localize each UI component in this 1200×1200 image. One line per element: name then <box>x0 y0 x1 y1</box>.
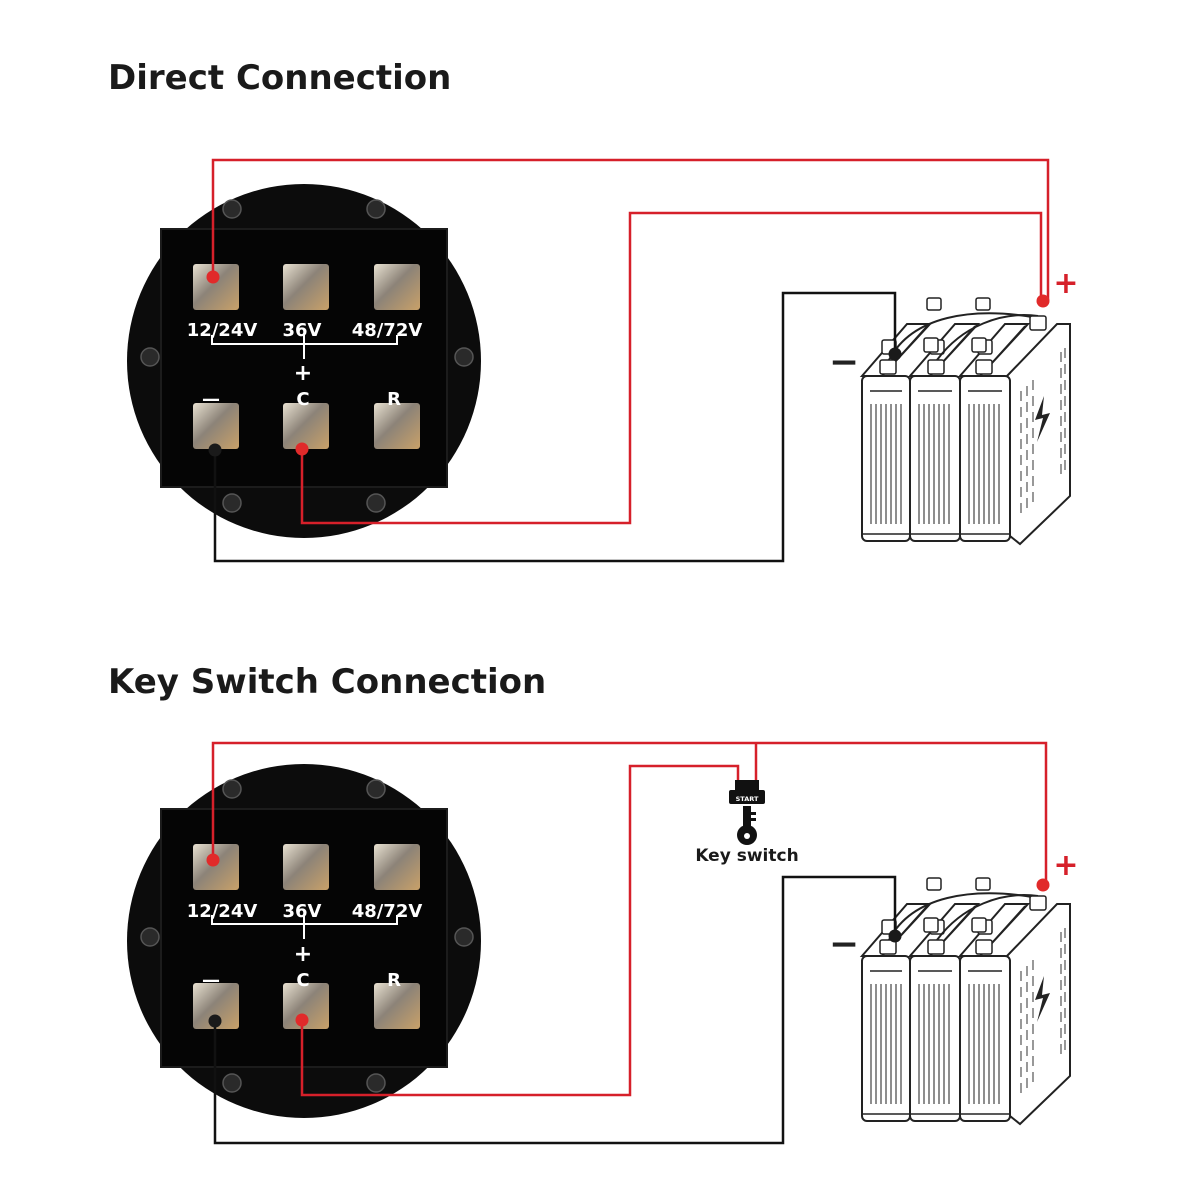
terminal-label-r: R <box>387 389 401 410</box>
battery-negative-dot <box>888 929 902 943</box>
terminal-label-r: R <box>387 970 401 991</box>
terminal-label-48-72v: 48/72V <box>352 901 423 922</box>
wire-negative <box>213 291 897 563</box>
wire-positive-to-c <box>300 211 1043 525</box>
wire-positive-to-12-24v <box>211 158 1050 301</box>
terminal-label-c: C <box>296 389 309 410</box>
wire-c-to-key-switch <box>300 764 740 1097</box>
battery-negative-dot <box>888 347 902 361</box>
terminal-label-12-24v: 12/24V <box>187 320 258 341</box>
wire-negative <box>213 875 897 1145</box>
key-switch-icon: START <box>729 780 765 845</box>
dot-c <box>295 442 309 456</box>
key-switch-connection-diagram: 12/24V 36V 48/72V + — C R START Key swit… <box>126 741 1079 1145</box>
battery-negative-sign: − <box>829 342 859 383</box>
terminal-label-c: C <box>296 970 309 991</box>
terminal-label-negative: — <box>202 389 220 410</box>
terminal-label-negative: — <box>202 970 220 991</box>
dot-12-24v <box>206 270 220 284</box>
dot-c <box>295 1013 309 1027</box>
common-plus-label: + <box>294 361 312 386</box>
terminal-label-36v: 36V <box>283 901 322 922</box>
battery-positive-sign: + <box>1053 266 1078 301</box>
wire-positive-to-12-24v <box>211 741 1048 885</box>
dot-negative <box>208 443 222 457</box>
common-plus-label: + <box>294 942 312 967</box>
meter-back-key-switch <box>126 763 482 1119</box>
direct-connection-diagram: 12/24V 36V 48/72V + — C R + − <box>126 158 1079 563</box>
terminal-label-48-72v: 48/72V <box>352 320 423 341</box>
battery-pack-key-switch <box>861 877 1071 1125</box>
key-switch-connection-title: Key Switch Connection <box>108 662 547 702</box>
direct-connection-title: Direct Connection <box>108 58 452 98</box>
battery-pack-direct <box>861 297 1071 545</box>
battery-positive-sign: + <box>1053 848 1078 883</box>
terminal-label-36v: 36V <box>283 320 322 341</box>
dot-negative <box>208 1014 222 1028</box>
battery-positive-dot <box>1036 878 1050 892</box>
key-switch-start-text: START <box>736 795 759 803</box>
battery-positive-dot <box>1036 294 1050 308</box>
terminal-label-12-24v: 12/24V <box>187 901 258 922</box>
key-switch-label: Key switch <box>695 846 798 866</box>
battery-negative-sign: − <box>829 924 859 965</box>
dot-12-24v <box>206 853 220 867</box>
